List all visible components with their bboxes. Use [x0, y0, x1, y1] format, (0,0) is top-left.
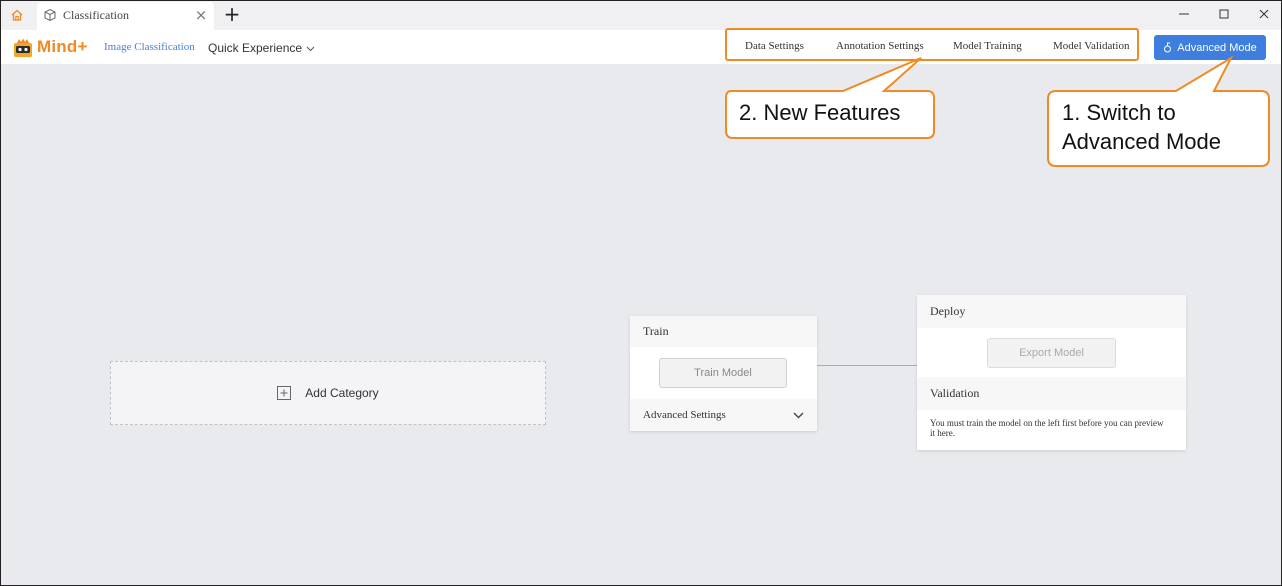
train-card: Train Train Model Advanced Settings [630, 316, 817, 431]
validation-title: Validation [917, 377, 1186, 410]
cube-icon [44, 8, 56, 22]
export-model-button[interactable]: Export Model [987, 338, 1116, 368]
feature-model-validation[interactable]: Model Validation [1053, 40, 1130, 52]
advanced-mode-label: Advanced Mode [1177, 41, 1257, 54]
close-icon [1259, 9, 1269, 19]
new-features-callout-text: 2. New Features [739, 100, 901, 125]
robot-logo-icon [14, 38, 32, 57]
advanced-mode-button[interactable]: Advanced Mode [1154, 35, 1266, 60]
feature-data-settings[interactable]: Data Settings [745, 40, 804, 52]
nav-quick-experience[interactable]: Quick Experience [208, 41, 315, 55]
train-model-button[interactable]: Train Model [659, 358, 787, 388]
maximize-icon [1219, 9, 1229, 19]
export-model-label: Export Model [1019, 347, 1084, 359]
chevron-down-icon [793, 412, 804, 418]
lock-icon [1164, 42, 1172, 53]
add-category-label: Add Category [305, 386, 379, 400]
title-bar: Classification × + [0, 0, 1282, 30]
advanced-settings-label: Advanced Settings [643, 409, 726, 421]
minimize-button[interactable] [1172, 4, 1196, 24]
train-model-label: Train Model [694, 367, 752, 379]
feature-annotation-settings[interactable]: Annotation Settings [836, 40, 924, 52]
nav-quick-label: Quick Experience [208, 41, 303, 55]
validation-message: You must train the model on the left fir… [930, 418, 1164, 438]
plus-square-icon [277, 386, 292, 400]
advanced-settings-toggle[interactable]: Advanced Settings [630, 399, 817, 431]
add-category-card[interactable]: Add Category [110, 361, 546, 425]
tab-classification[interactable]: Classification × [37, 2, 214, 30]
logo-text: Mind+ [37, 37, 88, 56]
switch-callout-line2: Advanced Mode [1062, 129, 1221, 154]
train-card-title: Train [630, 316, 817, 347]
mindplus-logo: Mind+ [12, 37, 96, 59]
chevron-down-icon [306, 46, 315, 52]
deploy-card-title: Deploy [917, 295, 1186, 328]
maximize-button[interactable] [1212, 4, 1236, 24]
pipeline-connector [817, 365, 917, 366]
switch-callout-line1: 1. Switch to [1062, 100, 1176, 125]
app-header: Mind+ Image Classification Quick Experie… [1, 30, 1281, 64]
tab-title: Classification [63, 8, 129, 22]
nav-image-classification[interactable]: Image Classification [104, 41, 195, 53]
deploy-card: Deploy Export Model Validation You must … [917, 295, 1186, 450]
minimize-icon [1179, 13, 1189, 15]
home-tab[interactable] [0, 0, 34, 30]
close-window-button[interactable] [1252, 4, 1276, 24]
home-icon [11, 9, 23, 21]
feature-model-training[interactable]: Model Training [953, 40, 1022, 52]
close-tab-icon[interactable]: × [194, 6, 208, 24]
new-tab-button[interactable]: + [223, 2, 241, 26]
